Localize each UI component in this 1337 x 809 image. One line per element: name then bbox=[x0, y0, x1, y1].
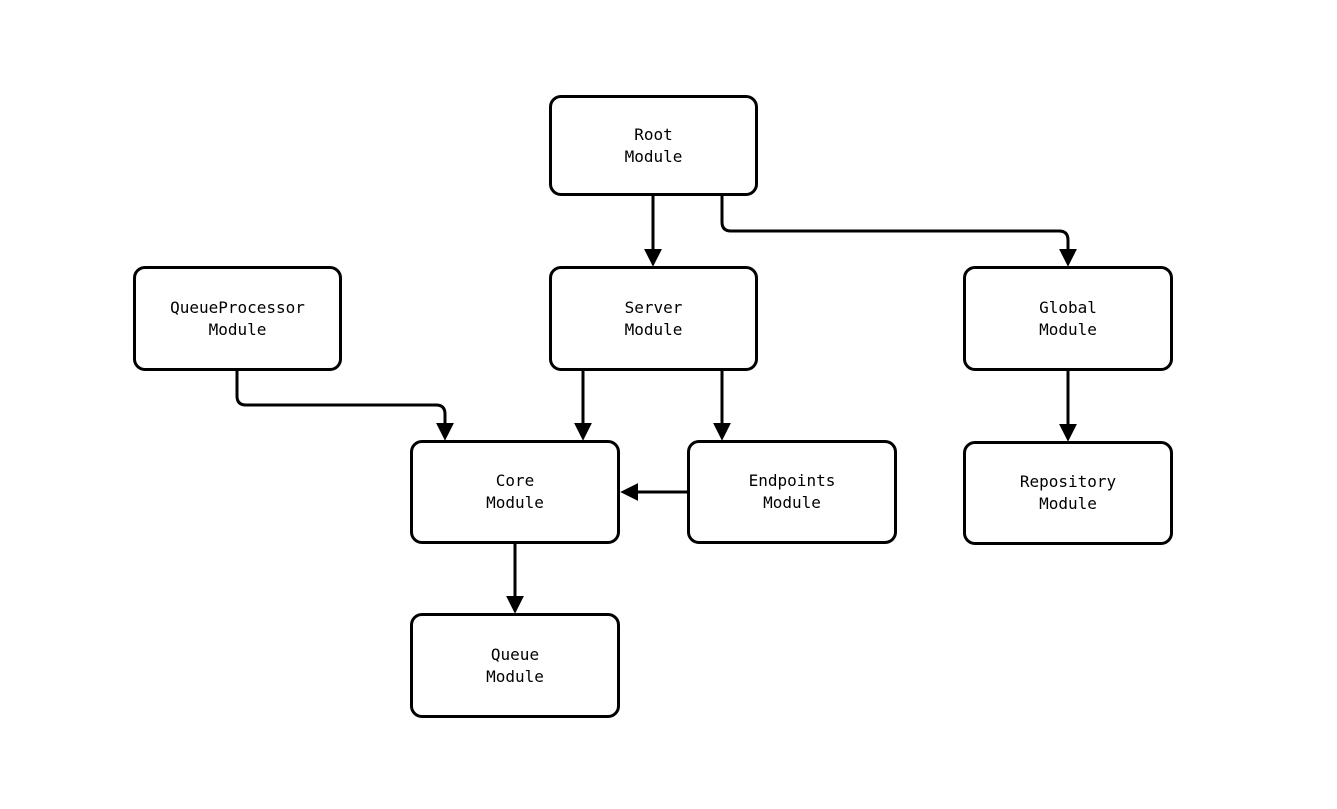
edge-queueprocessor-to-core bbox=[235, 371, 454, 441]
node-core-label: Core Module bbox=[486, 471, 544, 512]
node-global[interactable]: Global Module bbox=[963, 266, 1173, 371]
node-endpoints-label: Endpoints Module bbox=[748, 471, 836, 512]
node-core[interactable]: Core Module bbox=[410, 440, 620, 544]
node-root-label: Root Module bbox=[624, 124, 683, 166]
node-queueprocessor-label: QueueProcessor Module bbox=[170, 297, 305, 339]
edge-root-to-global bbox=[720, 196, 1077, 267]
node-repository[interactable]: Repository Module bbox=[963, 441, 1173, 545]
node-queueprocessor[interactable]: QueueProcessor Module bbox=[133, 266, 342, 371]
node-repository-label: Repository Module bbox=[1019, 472, 1117, 513]
node-root[interactable]: Root Module bbox=[549, 95, 758, 196]
node-server-label: Server Module bbox=[624, 297, 683, 339]
node-global-label: Global Module bbox=[1039, 297, 1097, 339]
node-endpoints[interactable]: Endpoints Module bbox=[687, 440, 897, 544]
node-queue[interactable]: Queue Module bbox=[410, 613, 620, 718]
node-queue-label: Queue Module bbox=[486, 644, 544, 686]
node-server[interactable]: Server Module bbox=[549, 266, 758, 371]
